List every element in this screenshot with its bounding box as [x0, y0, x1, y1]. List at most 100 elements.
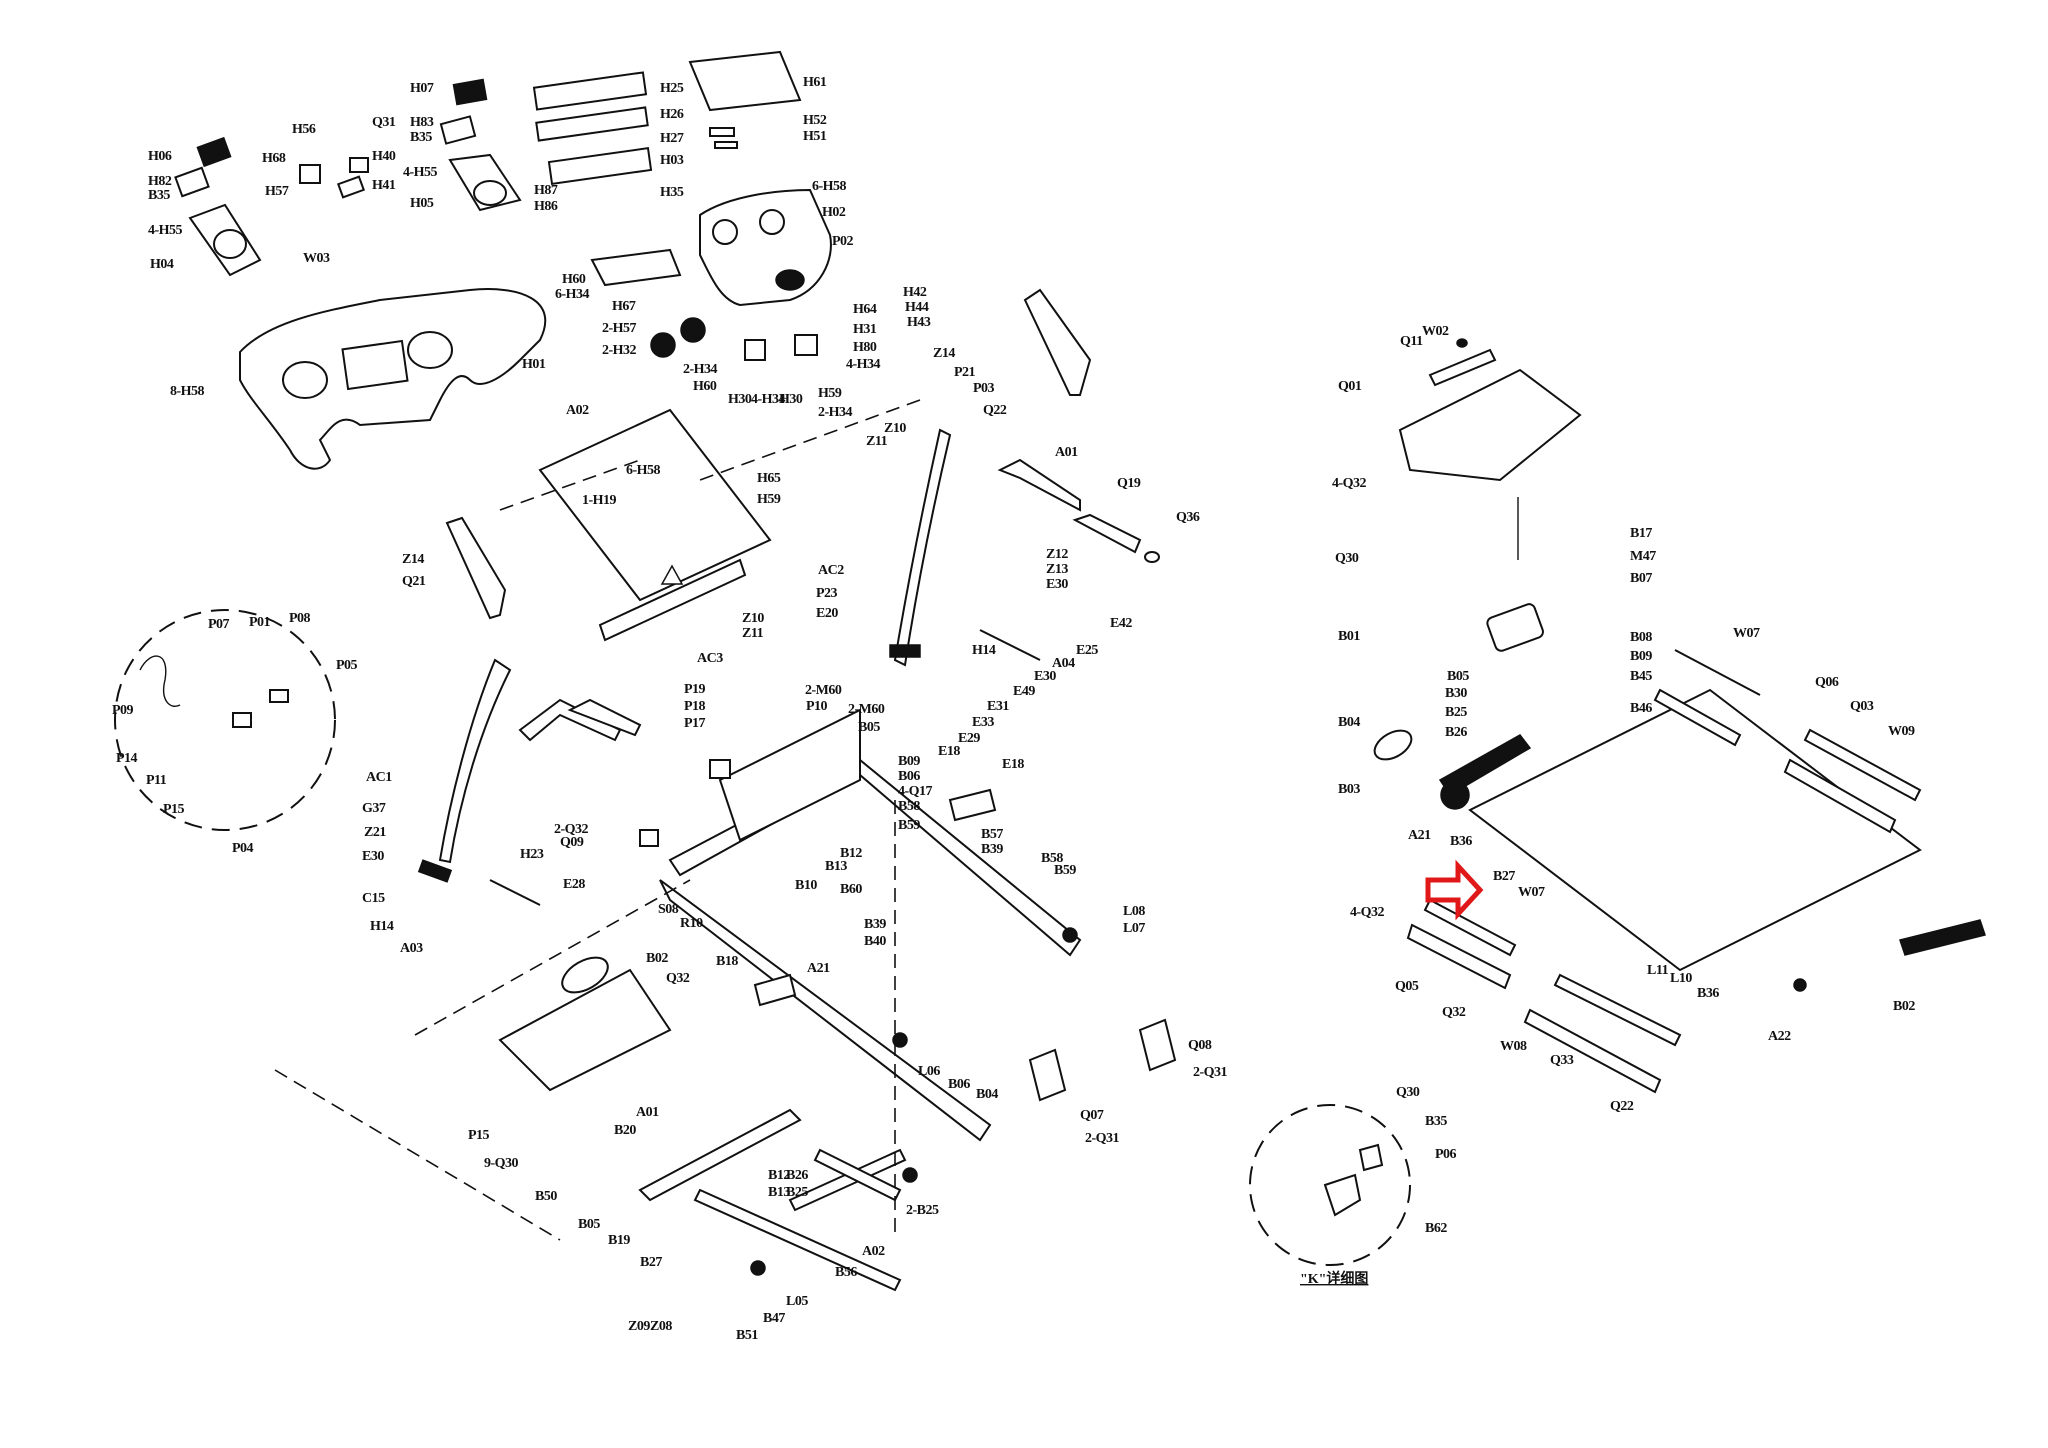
part-label-z14b: Z14 — [402, 552, 424, 567]
part-label-q19: Q19 — [1117, 476, 1141, 491]
part-label-h06: H06 — [148, 149, 172, 164]
part-label-b51: B51 — [736, 1328, 758, 1343]
part-label-b26a: B26 — [786, 1168, 808, 1183]
roller-a21 — [1440, 780, 1470, 810]
motor-cover-q32 — [498, 968, 672, 1092]
deck-b36 — [1468, 688, 1922, 972]
part-label-q36: Q36 — [1176, 510, 1200, 525]
part-label-q32b: Q32 — [1442, 1005, 1466, 1020]
part-label-e20: E20 — [816, 606, 838, 621]
part-label-h80: H80 — [853, 340, 877, 355]
part-label-p07: P07 — [208, 617, 230, 632]
bracket-h27 — [547, 147, 653, 185]
part-label-w09: W09 — [1888, 724, 1915, 739]
part-label-h68: H68 — [262, 151, 286, 166]
part-label-p05: P05 — [336, 658, 358, 673]
part-label-b27a: B27 — [640, 1255, 662, 1270]
part-label-2-h57: 2-H57 — [602, 321, 637, 336]
part-label-h03: H03 — [660, 153, 684, 168]
wheel-right — [902, 1167, 918, 1183]
part-label-b12a: B12 — [840, 846, 862, 861]
warning-triangle-icon — [660, 564, 684, 585]
upright-ac1 — [438, 658, 512, 864]
part-label-b45: B45 — [1630, 669, 1652, 684]
part-label-q09: Q09 — [560, 835, 584, 850]
part-label-h27: H27 — [660, 131, 684, 146]
block-p10 — [709, 759, 731, 779]
rail-q06 — [1653, 688, 1742, 747]
part-label-p17: P17 — [684, 716, 706, 731]
part-label-h86: H86 — [534, 199, 558, 214]
overlay-h61 — [688, 50, 802, 112]
bumper-b18 — [753, 973, 797, 1007]
part-label-h51: H51 — [803, 129, 827, 144]
part-label-b02a: B02 — [646, 951, 668, 966]
part-label-b02b: B02 — [1893, 999, 1915, 1014]
cord-p09 — [139, 655, 181, 707]
keypad-h80 — [744, 339, 766, 361]
part-label-h05: H05 — [410, 196, 434, 211]
part-label-w02: W02 — [1422, 324, 1449, 339]
motor-b02 — [561, 956, 609, 994]
part-label-4-h34a: 4-H34 — [751, 392, 786, 407]
grip-left — [567, 698, 642, 737]
part-label-b03: B03 — [1338, 782, 1360, 797]
part-label-l10: L10 — [1670, 971, 1692, 986]
part-label-q06: Q06 — [1815, 675, 1839, 690]
part-label-b19: B19 — [608, 1233, 630, 1248]
part-label-l11: L11 — [1647, 963, 1669, 978]
part-label-e33: E33 — [972, 715, 994, 730]
part-label-a22: A22 — [1768, 1029, 1791, 1044]
part-label-q30a: Q30 — [1335, 551, 1359, 566]
part-label-q05: Q05 — [1395, 979, 1419, 994]
highlight-arrow-icon — [1425, 859, 1484, 921]
part-label-e18: E18 — [938, 744, 960, 759]
part-label-4-q32b: 4-Q32 — [1350, 905, 1385, 920]
part-label-b13b: B13 — [768, 1185, 790, 1200]
part-label-b01: B01 — [1338, 629, 1360, 644]
callout-circle-k-detail — [1249, 1104, 1411, 1266]
part-label-p15b: P15 — [468, 1128, 490, 1143]
part-label-e30b: E30 — [1034, 669, 1056, 684]
part-label-l05: L05 — [786, 1294, 808, 1309]
part-label-g37: G37 — [362, 801, 386, 816]
part-label-a02b: A02 — [862, 1244, 885, 1259]
part-label-l08: L08 — [1123, 904, 1145, 919]
part-label-h43: H43 — [907, 315, 931, 330]
part-label-h42: H42 — [903, 285, 927, 300]
part-label-b30: B30 — [1445, 686, 1467, 701]
part-label-q30b: Q30 — [1396, 1085, 1420, 1100]
part-label-b20: B20 — [614, 1123, 636, 1138]
part-h52 — [709, 127, 735, 137]
part-label-l07: L07 — [1123, 921, 1145, 936]
part-label-b17: B17 — [1630, 526, 1652, 541]
part-label-b36a: B36 — [1450, 834, 1472, 849]
part-label-z11b: Z11 — [742, 626, 764, 641]
part-label-h07: H07 — [410, 81, 434, 96]
part-label-b09b: B09 — [1630, 649, 1652, 664]
part-label-p04: P04 — [232, 841, 254, 856]
part-label-e31: E31 — [987, 699, 1009, 714]
part-label-4-h55a: 4-H55 — [403, 165, 438, 180]
part-label-z13: Z13 — [1046, 562, 1068, 577]
bar-a04 — [979, 629, 1041, 661]
module-p07 — [232, 712, 252, 728]
part-label-ac3: AC3 — [697, 651, 723, 666]
strip-w09 — [1803, 728, 1922, 802]
part-label-h59a: H59 — [818, 386, 842, 401]
part-label-b60: B60 — [840, 882, 862, 897]
part-label-h65: H65 — [757, 471, 781, 486]
cupholder-h04 — [188, 203, 262, 277]
part-label-e42: E42 — [1110, 616, 1132, 631]
part-label-q01: Q01 — [1338, 379, 1362, 394]
part-label-q31: Q31 — [372, 115, 396, 130]
part-label-p10: P10 — [806, 699, 828, 714]
part-label-h35: H35 — [660, 185, 684, 200]
rail-q33 — [1523, 1008, 1662, 1094]
bar-a03 — [489, 879, 541, 906]
part-label-2-q32: 2-Q32 — [554, 822, 589, 837]
cover-q21 — [445, 516, 507, 620]
part-label-b26b: B26 — [1445, 725, 1467, 740]
